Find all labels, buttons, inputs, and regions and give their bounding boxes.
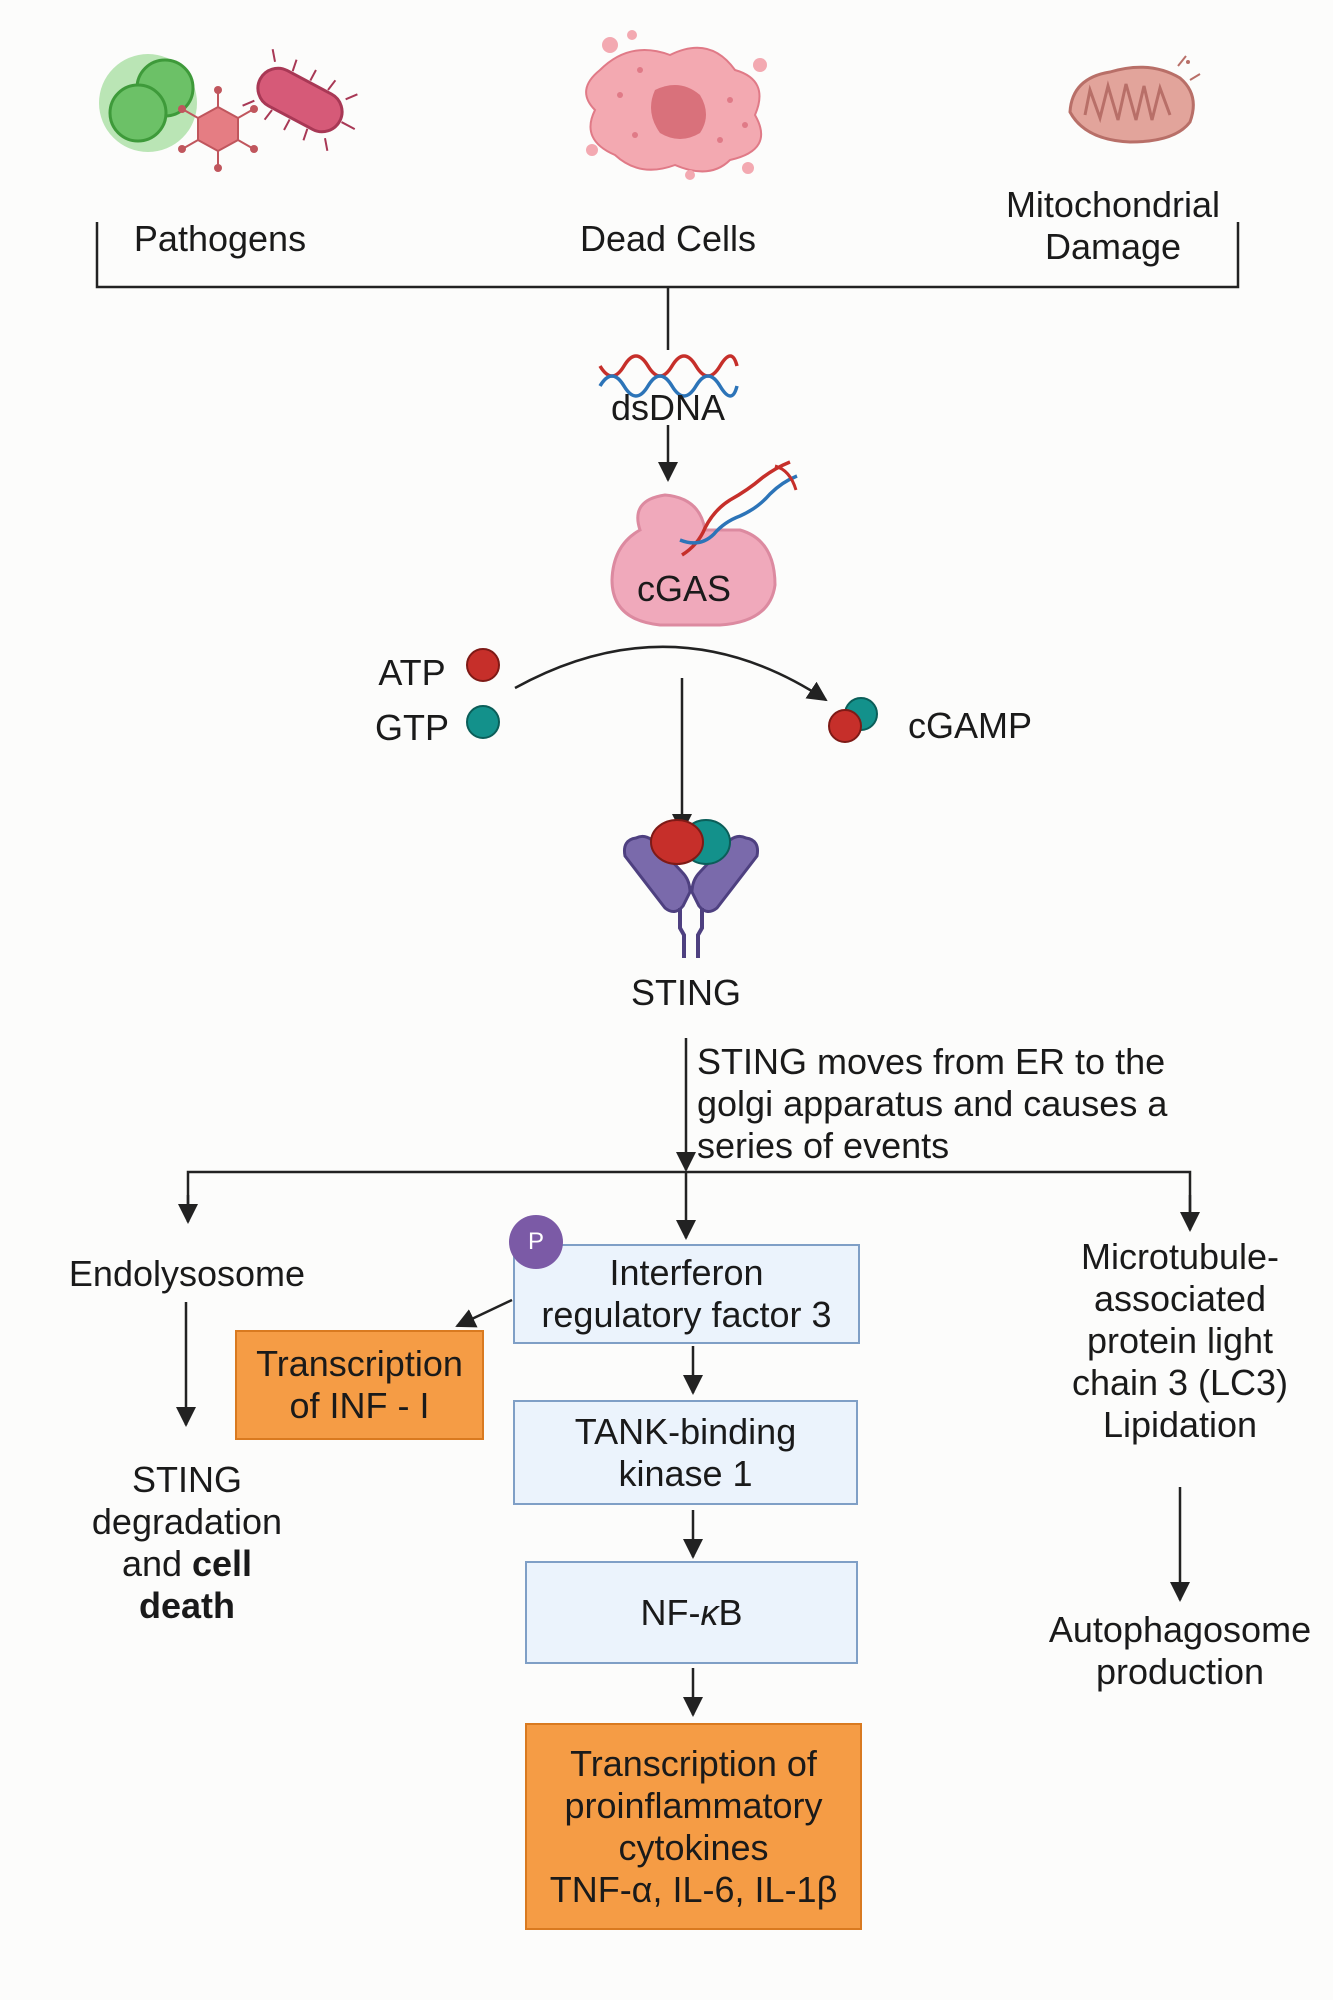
label-dead-cells: Dead Cells	[579, 218, 757, 259]
outcome-bold-text: cell	[192, 1543, 253, 1584]
arrow-atp-gtp-to-cgamp	[514, 645, 828, 702]
cytokines-line: cytokines	[618, 1826, 769, 1868]
label-endolysosome: Endolysosome	[68, 1253, 306, 1294]
nfkb-kappa: κ	[700, 1591, 719, 1633]
tbk1-line: TANK-binding	[574, 1410, 797, 1452]
lc3-lipidation-label: Microtubule- associated protein light ch…	[1050, 1236, 1310, 1446]
lc3-line: associated	[1093, 1278, 1267, 1319]
label-mito-line1: Mitochondrial	[1005, 184, 1221, 225]
outcome-line: and cell	[58, 1543, 316, 1585]
autophagosome-label: Autophagosome production	[1040, 1609, 1320, 1693]
cytokines-line: Transcription of	[570, 1742, 817, 1784]
label-dsdna: dsDNA	[610, 387, 726, 428]
autophagosome-line: production	[1095, 1651, 1265, 1692]
note-line: series of events	[697, 1125, 950, 1166]
nfkb-box: NF-κB	[525, 1561, 858, 1664]
label-mito-line2: Damage	[1044, 226, 1182, 267]
autophagosome-line: Autophagosome	[1048, 1609, 1312, 1650]
cgas-enzyme-icon	[610, 460, 798, 627]
label-mitochondrial-damage: Mitochondrial Damage	[983, 184, 1243, 268]
nfkb-prefix: NF-	[640, 1591, 701, 1633]
outcome-line: STING	[131, 1459, 242, 1500]
irf3-line: Interferon	[609, 1252, 764, 1293]
sting-translocation-note: STING moves from ER to the golgi apparat…	[697, 1041, 1167, 1167]
lc3-line: Lipidation	[1102, 1404, 1258, 1445]
mitochondrion-icon	[1068, 55, 1201, 144]
dead-cell-icon	[585, 30, 767, 180]
outcome-line: degradation	[91, 1501, 283, 1542]
label-cgamp: cGAMP	[908, 705, 1033, 746]
arrow-irf3-to-inf	[455, 1298, 513, 1328]
gtp-molecule	[466, 705, 500, 739]
nfkb-label: NF-κB	[641, 1592, 743, 1634]
cgamp-molecule	[828, 697, 878, 743]
sting-degradation-outcome: STING degradation and cell death	[58, 1459, 316, 1627]
tbk1-box: TANK-binding kinase 1	[513, 1400, 858, 1505]
lc3-line: Microtubule-	[1080, 1236, 1280, 1277]
bacteria-icon	[99, 49, 358, 152]
nfkb-suffix: B	[718, 1591, 743, 1633]
lc3-line: protein light	[1086, 1320, 1274, 1361]
sources-bracket	[95, 222, 1240, 350]
cytokines-line: TNF-α, IL-6, IL-1β	[549, 1868, 838, 1910]
sting-dimer-icon	[623, 819, 759, 958]
inf-transcription-box: Transcription of INF - I	[235, 1330, 484, 1440]
tbk1-line: kinase 1	[618, 1452, 753, 1494]
outcome-bold-line: death	[138, 1585, 235, 1626]
cytokines-box: Transcription of proinflammatory cytokin…	[525, 1723, 862, 1930]
inf-line: Transcription	[256, 1343, 463, 1384]
note-line: STING moves from ER to the	[697, 1041, 1166, 1082]
outcome-text: and	[121, 1543, 193, 1584]
label-atp: ATP	[378, 652, 446, 693]
virus-icon	[178, 86, 258, 172]
atp-molecule	[466, 648, 500, 682]
label-sting: STING	[630, 972, 741, 1013]
label-cgas: cGAS	[636, 568, 732, 609]
note-line: golgi apparatus and causes a	[697, 1083, 1168, 1124]
lc3-line: chain 3 (LC3)	[1071, 1362, 1289, 1403]
label-gtp: GTP	[374, 707, 449, 748]
branch-connectors	[178, 1038, 1200, 1240]
phosphate-badge: P	[509, 1215, 563, 1269]
irf3-line: regulatory factor 3	[541, 1294, 832, 1335]
cytokines-line: proinflammatory	[564, 1784, 823, 1826]
irf3-box: Interferon regulatory factor 3	[513, 1244, 860, 1344]
label-pathogens: Pathogens	[133, 218, 307, 259]
dna-helix-icon	[598, 354, 739, 398]
inf-line: of INF - I	[289, 1385, 430, 1426]
